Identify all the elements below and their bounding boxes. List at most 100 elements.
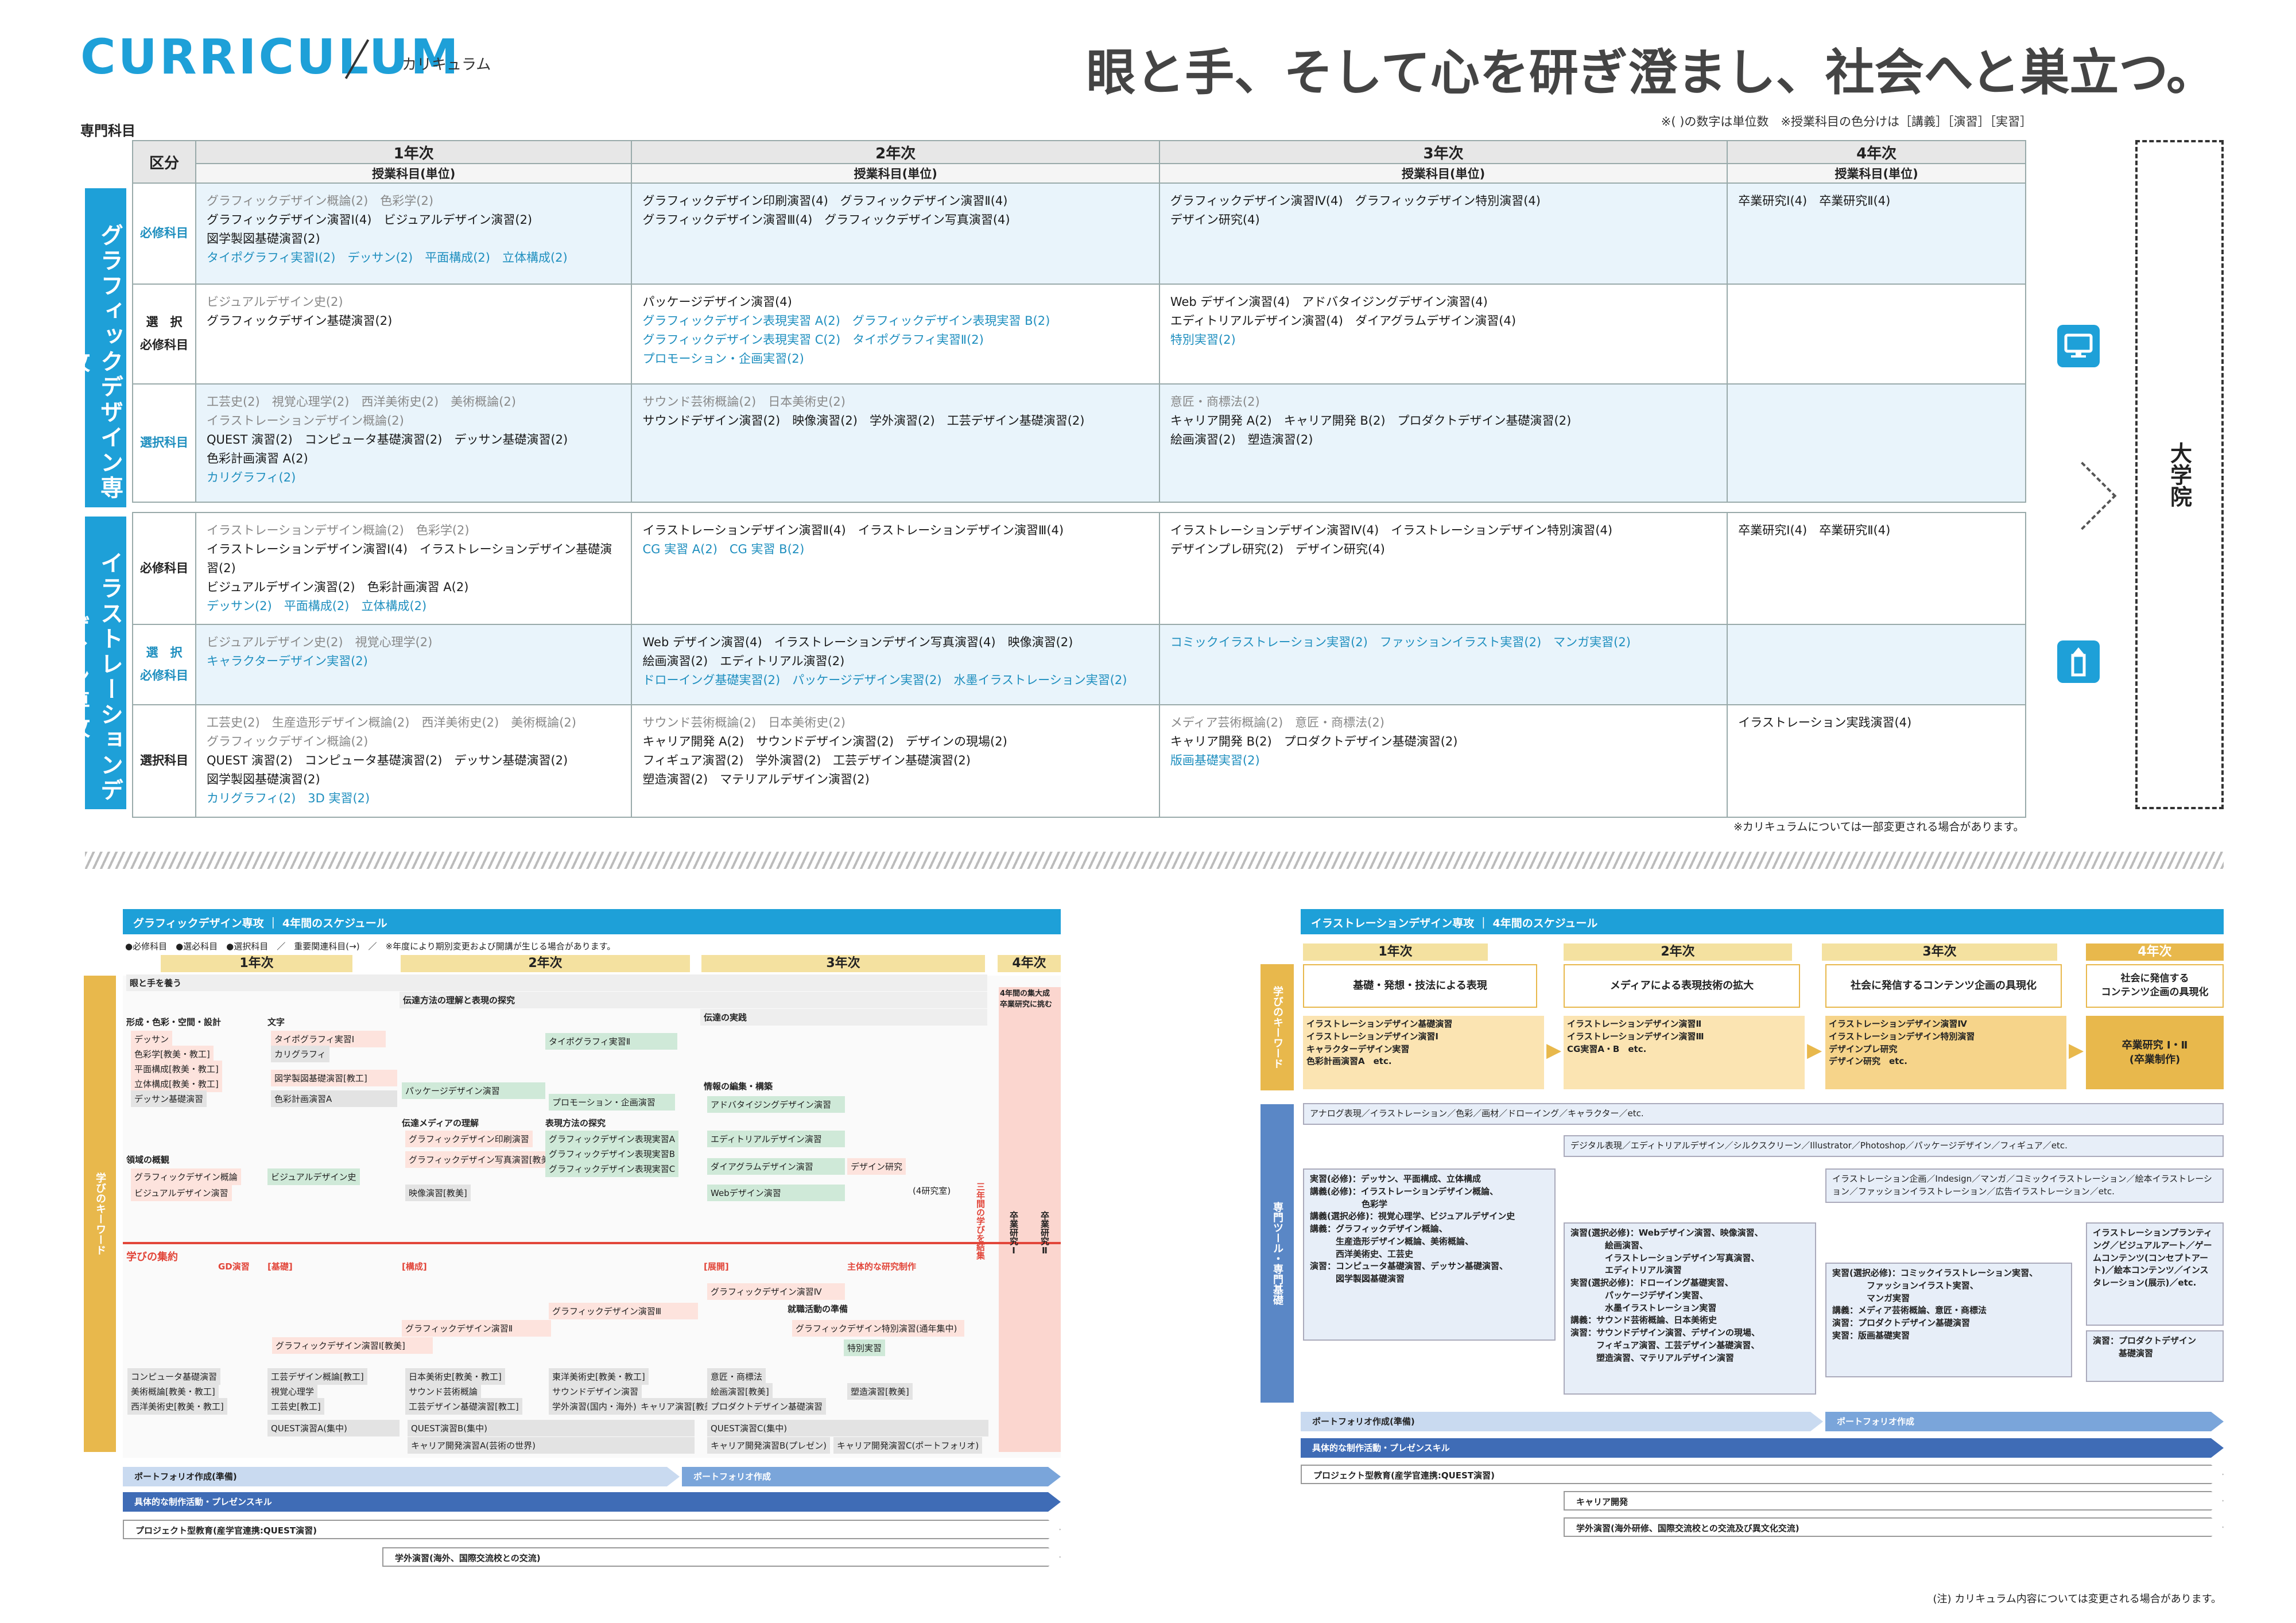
cell-line: グラフィックデザイン表現実習 A(2) グラフィックデザイン表現実習 B(2) [642, 314, 1050, 328]
kw-detail: イラストレーションデザイン演習Ⅳ イラストレーションデザイン特別演習 デザインプ… [1825, 1016, 2066, 1089]
kw-practice: 伝達の実践 [700, 1009, 987, 1026]
course-package: パッケージデザイン演習 [402, 1082, 545, 1099]
course-design-res: デザイン研究 [847, 1158, 906, 1175]
cell-line: グラフィックデザイン印刷演習(4) グラフィックデザイン演習Ⅱ(4) [642, 194, 1008, 208]
course-plane: 平面構成[教美・教工] [131, 1061, 222, 1077]
course-design-law: 意匠・商標法 [707, 1368, 766, 1385]
course-questC: QUEST演習C(集中) [707, 1420, 988, 1436]
y3-courses: 実習(選択必修)：コミックイラストレーション実習、 ファッションイラスト実習、 … [1825, 1263, 2072, 1377]
course-careerA: キャリア開発演習A(芸術の世界) [408, 1437, 695, 1454]
kw-detail: イラストレーションデザイン演習Ⅱ イラストレーションデザイン演習Ⅲ CG実習A・… [1564, 1016, 1805, 1089]
curriculum-table: 区分 1年次 2年次 3年次 4年次 授業科目(単位) 授業科目(単位) 授業科… [132, 140, 2026, 818]
bar-production: 具体的な制作活動・プレゼンスキル [123, 1492, 1061, 1512]
cell-line: Web デザイン演習(4) イラストレーションデザイン写真演習(4) 映像演習(… [642, 635, 1073, 649]
cell-line: キャラクターデザイン実習(2) [206, 654, 368, 668]
course-vd-ex: ビジュアルデザイン演習 [131, 1185, 232, 1201]
cell-line: ビジュアルデザイン史(2) 視覚心理学(2) [206, 635, 433, 649]
course-calli: カリグラフィ [271, 1046, 329, 1062]
cell-line: ビジュアルデザイン史(2) [206, 295, 343, 309]
cell-line: 特別実習(2) [1170, 333, 1236, 347]
course-edit: エディトリアルデザイン演習 [707, 1131, 845, 1147]
cell-line: コミックイラストレーション実習(2) ファッションイラスト実習(2) マンガ実習… [1170, 635, 1631, 649]
cell-line: グラフィックデザイン基礎演習(2) [206, 314, 393, 328]
course-questA: QUEST演習A(集中) [267, 1420, 400, 1436]
course-dessin: デッサン [131, 1031, 173, 1047]
cell-line: グラフィックデザイン概論(2) 色彩学(2) [206, 194, 434, 208]
bar-outside: 学外演習(海外、国際交流校との交流) [382, 1547, 1061, 1567]
bar-portfolio-prep: ポートフォリオ作成(準備) [123, 1467, 680, 1486]
y2-courses: 演習(選択必修)：Webデザイン演習、映像演習、 絵画演習、 イラストレーション… [1564, 1222, 1816, 1395]
cell-line: 版画基礎実習(2) [1170, 754, 1260, 767]
cell-line: カリグラフィ(2) [206, 471, 296, 484]
left-year: 3年次 [701, 955, 985, 972]
cell-line: ドローイング基礎実習(2) パッケージデザイン実習(2) 水墨イラストレーション… [642, 673, 1127, 687]
pencil-icon [2057, 640, 2100, 683]
cell-line: サウンド芸術概論(2) 日本美術史(2) [642, 395, 846, 409]
course-gd-sp: グラフィックデザイン特別演習(通年集中) [792, 1320, 964, 1337]
row-label: 必修科目 [132, 512, 196, 625]
table-cell: グラフィックデザイン印刷演習(4) グラフィックデザイン演習Ⅱ(4) グラフィッ… [631, 183, 1160, 285]
course-video: 映像演習[教美] [405, 1185, 471, 1201]
cell-line: サウンド芸術概論(2) 日本美術史(2) [642, 716, 846, 729]
cell-line: イラストレーションデザイン概論(2) 色彩学(2) [206, 523, 470, 537]
res4-label: (4研究室) [913, 1186, 951, 1196]
cell-line: カリグラフィ(2) 3D 実習(2) [206, 791, 370, 805]
cell-line: グラフィックデザイン表現実習 C(2) タイポグラフィ実習Ⅱ(2) [642, 333, 984, 347]
right-panel-title: イラストレーションデザイン専攻 ｜ 4年間のスケジュール [1301, 909, 2224, 934]
kw-gd: GD演習 [218, 1261, 250, 1272]
course-gd-intro: グラフィックデザイン概論 [131, 1168, 241, 1185]
cell-line: キャリア開発 A(2) キャリア開発 B(2) プロダクトデザイン基礎演習(2) [1170, 414, 1572, 428]
tool-row: デジタル表現／エディトリアルデザイン／シルクスクリーン／Illustrator／… [1564, 1135, 2224, 1157]
kw-convey: 伝達方法の理解と表現の探究 [400, 992, 987, 1008]
cell-line: Web デザイン演習(4) アドバタイジングデザイン演習(4) [1170, 295, 1488, 309]
keyword-box: 社会に発信する コンテンツ企画の具現化 [2086, 964, 2224, 1008]
bar-project: プロジェクト型教育(産学官連携:QUEST演習) [123, 1520, 1061, 1539]
cell-line: サウンドデザイン演習(2) 映像演習(2) 学外演習(2) 工芸デザイン基礎演習… [642, 414, 1085, 428]
course-solid: 立体構成[教美・教工] [131, 1075, 222, 1092]
subject-header: 授業科目(単位) [1158, 163, 1728, 184]
left-year: 2年次 [401, 955, 690, 972]
cell-line: イラストレーションデザイン概論(2) [206, 414, 404, 428]
right-year: 1年次 [1303, 943, 1488, 961]
course-painting: 絵画演習[教美] [707, 1383, 773, 1400]
cell-line: エディトリアルデザイン演習(4) ダイアグラムデザイン演習(4) [1170, 314, 1517, 328]
table-cell: 卒業研究Ⅰ(4) 卒業研究Ⅱ(4) [1727, 183, 2026, 285]
cell-line: グラフィックデザイン演習Ⅰ(4) ビジュアルデザイン演習(2) [206, 213, 533, 227]
cell-line: 工芸史(2) 生産造形デザイン概論(2) 西洋美術史(2) 美術概論(2) [206, 716, 576, 729]
cell-line: イラストレーションデザイン演習Ⅱ(4) イラストレーションデザイン演習Ⅲ(4) [642, 523, 1064, 537]
y4-courses: 演習：プロダクトデザイン 基礎演習 [2086, 1330, 2224, 1382]
right-side-label-1: 学びのキーワード [1261, 964, 1294, 1090]
table-cell: Web デザイン演習(4) アドバタイジングデザイン演習(4) エディトリアルデ… [1158, 284, 1728, 385]
arrow-icon: ▶ [1546, 1039, 1562, 1062]
course-craft-intro: 工芸デザイン概論[教工] [267, 1368, 367, 1385]
course-diagram: ダイアグラムデザイン演習 [707, 1158, 845, 1175]
course-jp-art: 日本美術史[教美・教工] [405, 1368, 505, 1385]
bar-portfolio-prep: ポートフォリオ作成(準備) [1301, 1412, 1823, 1431]
course-sculpt: 塑造演習[教美] [847, 1383, 913, 1400]
kw-basic: [基礎] [267, 1261, 293, 1272]
cell-line: 意匠・商標法(2) [1170, 395, 1260, 409]
course-exprC: グラフィックデザイン表現実習C [545, 1160, 679, 1177]
cell-line: タイポグラフィ実習Ⅰ(2) デッサン(2) 平面構成(2) 立体構成(2) [206, 251, 568, 265]
curriculum-subtitle: カリキュラム [402, 56, 491, 73]
cell-line: キャリア開発 A(2) サウンドデザイン演習(2) デザインの現場(2) [642, 735, 1007, 748]
table-cell [1727, 383, 2026, 503]
keyword-box: 社会に発信するコンテンツ企画の具現化 [1825, 964, 2062, 1008]
year-header: 2年次 [631, 140, 1160, 164]
year-header: 1年次 [195, 140, 633, 164]
table-cell: サウンド芸術概論(2) 日本美術史(2) サウンドデザイン演習(2) 映像演習(… [631, 383, 1160, 503]
cell-line: パッケージデザイン演習(4) [642, 295, 792, 309]
course-craft-hist: 工芸史[教工] [267, 1398, 324, 1415]
course-art-intro: 美術概論[教美・教工] [127, 1383, 219, 1400]
cell-line: デザインプレ研究(2) デザイン研究(4) [1170, 542, 1385, 556]
grad1: 卒業研究Ⅰ [1009, 1211, 1019, 1256]
bar-portfolio: ポートフォリオ作成 [682, 1467, 1061, 1486]
row-label: 選 択 必修科目 [132, 624, 196, 705]
cell-line: イラストレーション実践演習(4) [1738, 716, 1912, 729]
course-gd2: グラフィックデザイン演習Ⅱ [402, 1320, 551, 1337]
table-cell [1727, 624, 2026, 705]
kw-summary: 学びの集約 [126, 1251, 178, 1263]
table-cell: ビジュアルデザイン史(2) 視覚心理学(2) キャラクターデザイン実習(2) [195, 624, 633, 705]
graduate-school-label: 大学院 [2166, 442, 2192, 507]
course-typo1: タイポグラフィ実習Ⅰ [271, 1031, 386, 1047]
